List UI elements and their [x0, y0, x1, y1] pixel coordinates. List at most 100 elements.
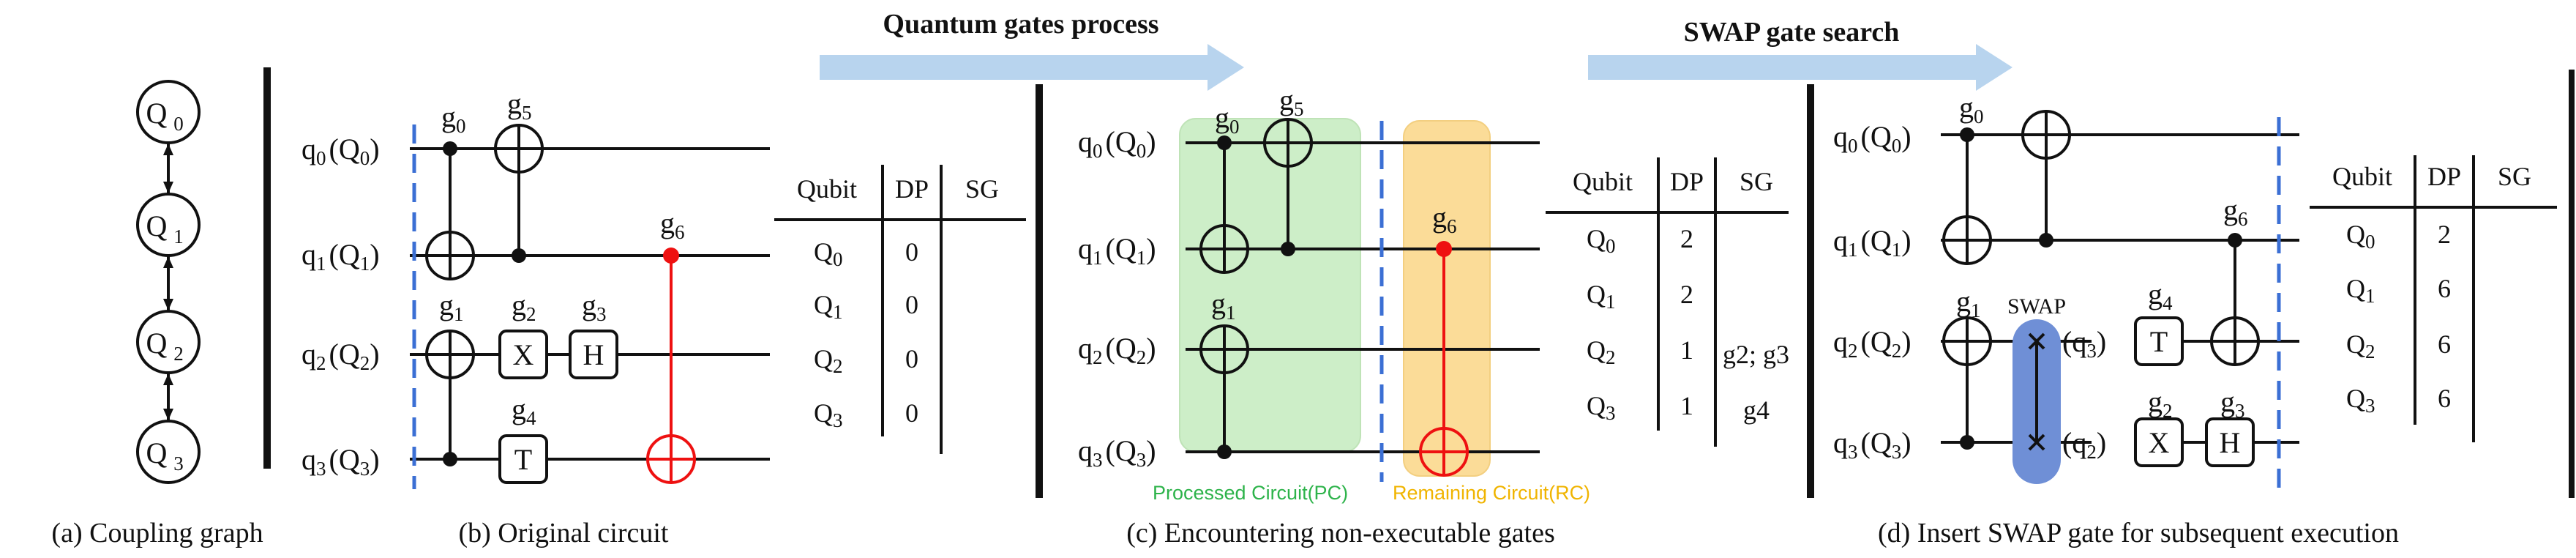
svg-text:g1: g1 — [1211, 287, 1236, 324]
svg-text:Q: Q — [146, 436, 168, 469]
svg-text:g6: g6 — [660, 207, 685, 243]
caption-b: (b) Original circuit — [458, 518, 668, 548]
svg-text:Q2: Q2 — [2346, 330, 2375, 362]
svg-text:g5: g5 — [1279, 83, 1304, 120]
processed-circuit-label: Processed Circuit(PC) — [1153, 482, 1348, 504]
svg-text:H: H — [583, 338, 604, 371]
svg-text:Qubit: Qubit — [2332, 162, 2392, 191]
svg-text:Q1: Q1 — [814, 290, 843, 323]
svg-text:Q0: Q0 — [2346, 220, 2375, 253]
svg-text:2: 2 — [2438, 220, 2451, 249]
circuit-c: q0(Q0) q1(Q1) q2(Q2) q3(Q3) g0 g1 g5 — [1078, 83, 1590, 504]
svg-text:Q0: Q0 — [814, 237, 843, 270]
svg-text:q2(Q2): q2(Q2) — [1078, 332, 1156, 368]
coupling-graph: Q 0 Q 1 Q 2 Q 3 — [136, 80, 201, 484]
svg-text:Q2: Q2 — [1587, 335, 1616, 368]
svg-text:Q1: Q1 — [1587, 280, 1616, 313]
svg-text:0: 0 — [905, 290, 918, 319]
svg-text:g6: g6 — [2223, 193, 2248, 230]
svg-text:g3: g3 — [2220, 385, 2245, 422]
svg-text:g0: g0 — [1959, 91, 1984, 127]
header-swap-gate-search: SWAP gate search — [1684, 17, 1900, 48]
svg-text:2: 2 — [173, 343, 184, 365]
svg-text:3: 3 — [173, 453, 184, 475]
svg-text:q2(Q2): q2(Q2) — [302, 338, 380, 374]
svg-text:SG: SG — [2498, 162, 2531, 191]
swap-search-arrow — [1588, 44, 2012, 91]
svg-text:SWAP: SWAP — [2007, 294, 2066, 319]
svg-text:2: 2 — [1680, 224, 1693, 253]
svg-text:q1(Q1): q1(Q1) — [302, 238, 380, 275]
svg-text:Q3: Q3 — [2346, 384, 2375, 417]
svg-text:6: 6 — [2438, 274, 2451, 303]
svg-text:DP: DP — [1670, 167, 1704, 196]
svg-text:q3(Q3): q3(Q3) — [1833, 426, 1912, 463]
svg-text:Q3: Q3 — [814, 398, 843, 431]
svg-text:g2; g3: g2; g3 — [1723, 340, 1789, 369]
svg-text:H: H — [2220, 426, 2241, 459]
svg-text:T: T — [514, 443, 532, 476]
coupling-node-q3: Q 3 — [136, 420, 201, 484]
svg-text:1: 1 — [173, 226, 184, 248]
svg-text:0: 0 — [173, 113, 184, 135]
svg-text:g4: g4 — [1743, 395, 1770, 425]
svg-text:DP: DP — [895, 174, 929, 204]
svg-text:T: T — [2150, 325, 2168, 358]
coupling-node-q0: Q 0 — [136, 80, 201, 144]
svg-text:2: 2 — [1680, 280, 1693, 309]
svg-text:X: X — [513, 338, 534, 371]
svg-text:q0(Q0): q0(Q0) — [1078, 125, 1156, 162]
svg-text:q0(Q0): q0(Q0) — [302, 133, 380, 169]
qubit-label: q0(Q0) q1(Q1) q2(Q2) q3(Q3) — [302, 133, 380, 480]
header-quantum-gates-process: Quantum gates process — [883, 9, 1158, 40]
svg-text:g6: g6 — [1432, 201, 1457, 237]
process-arrow — [820, 44, 1244, 91]
svg-text:1: 1 — [1680, 335, 1693, 365]
caption-d: (d) Insert SWAP gate for subsequent exec… — [1878, 518, 2399, 548]
svg-text:SG: SG — [965, 174, 999, 204]
svg-text:X: X — [2149, 426, 2170, 459]
svg-text:Q3: Q3 — [1587, 391, 1616, 424]
svg-text:q3(Q3): q3(Q3) — [302, 443, 380, 480]
svg-text:q1(Q1): q1(Q1) — [1078, 232, 1156, 269]
table-c: Qubit DP SG Q0 2 Q1 2 Q2 1 g2; g3 Q3 1 g… — [1546, 157, 1789, 447]
svg-text:g5: g5 — [507, 87, 532, 124]
coupling-node-q2: Q 2 — [136, 310, 201, 374]
remaining-circuit-region — [1403, 120, 1491, 477]
svg-text:SG: SG — [1740, 167, 1773, 196]
circuit-b: q0(Q0) q1(Q1) q2(Q2) q3(Q3) g0 g1 g5 X g… — [302, 87, 770, 489]
svg-text:6: 6 — [2438, 384, 2451, 413]
processed-circuit-region — [1179, 118, 1361, 453]
svg-text:q0(Q0): q0(Q0) — [1833, 120, 1912, 157]
coupling-node-q1: Q 1 — [136, 193, 201, 257]
svg-text:q2(Q2): q2(Q2) — [1833, 325, 1912, 362]
svg-text:g4: g4 — [512, 393, 536, 429]
svg-text:g3: g3 — [582, 289, 607, 325]
svg-text:g0: g0 — [1215, 101, 1240, 138]
svg-text:Q: Q — [146, 97, 168, 130]
svg-text:Q2: Q2 — [814, 344, 843, 377]
svg-text:g4: g4 — [2148, 278, 2173, 314]
svg-text:Q: Q — [146, 327, 168, 360]
caption-a: (a) Coupling graph — [51, 518, 263, 548]
svg-text:Q1: Q1 — [2346, 274, 2375, 307]
svg-text:DP: DP — [2427, 162, 2461, 191]
svg-text:(q3): (q3) — [2062, 325, 2106, 362]
table-d: Qubit DP SG Q0 2 Q1 6 Q2 6 Q3 6 — [2310, 155, 2557, 442]
remaining-circuit-label: Remaining Circuit(RC) — [1393, 482, 1590, 504]
svg-text:Q0: Q0 — [1587, 224, 1616, 257]
svg-text:Qubit: Qubit — [1573, 167, 1633, 196]
svg-text:g2: g2 — [512, 289, 536, 325]
svg-text:g0: g0 — [441, 100, 466, 137]
circuit-d: q0(Q0) q1(Q1) q2(Q2) q3(Q3) g0 g1 — [1833, 91, 2299, 489]
svg-text:6: 6 — [2438, 330, 2451, 359]
svg-text:1: 1 — [1680, 391, 1693, 420]
svg-text:g2: g2 — [2148, 385, 2173, 422]
svg-text:q3(Q3): q3(Q3) — [1078, 434, 1156, 471]
svg-text:Q: Q — [146, 209, 168, 242]
svg-text:g1: g1 — [1956, 285, 1981, 321]
svg-text:0: 0 — [905, 344, 918, 373]
svg-text:0: 0 — [905, 398, 918, 428]
qubit-label: q0(Q0) q1(Q1) q2(Q2) q3(Q3) — [1078, 125, 1156, 471]
svg-text:Qubit: Qubit — [797, 174, 857, 204]
